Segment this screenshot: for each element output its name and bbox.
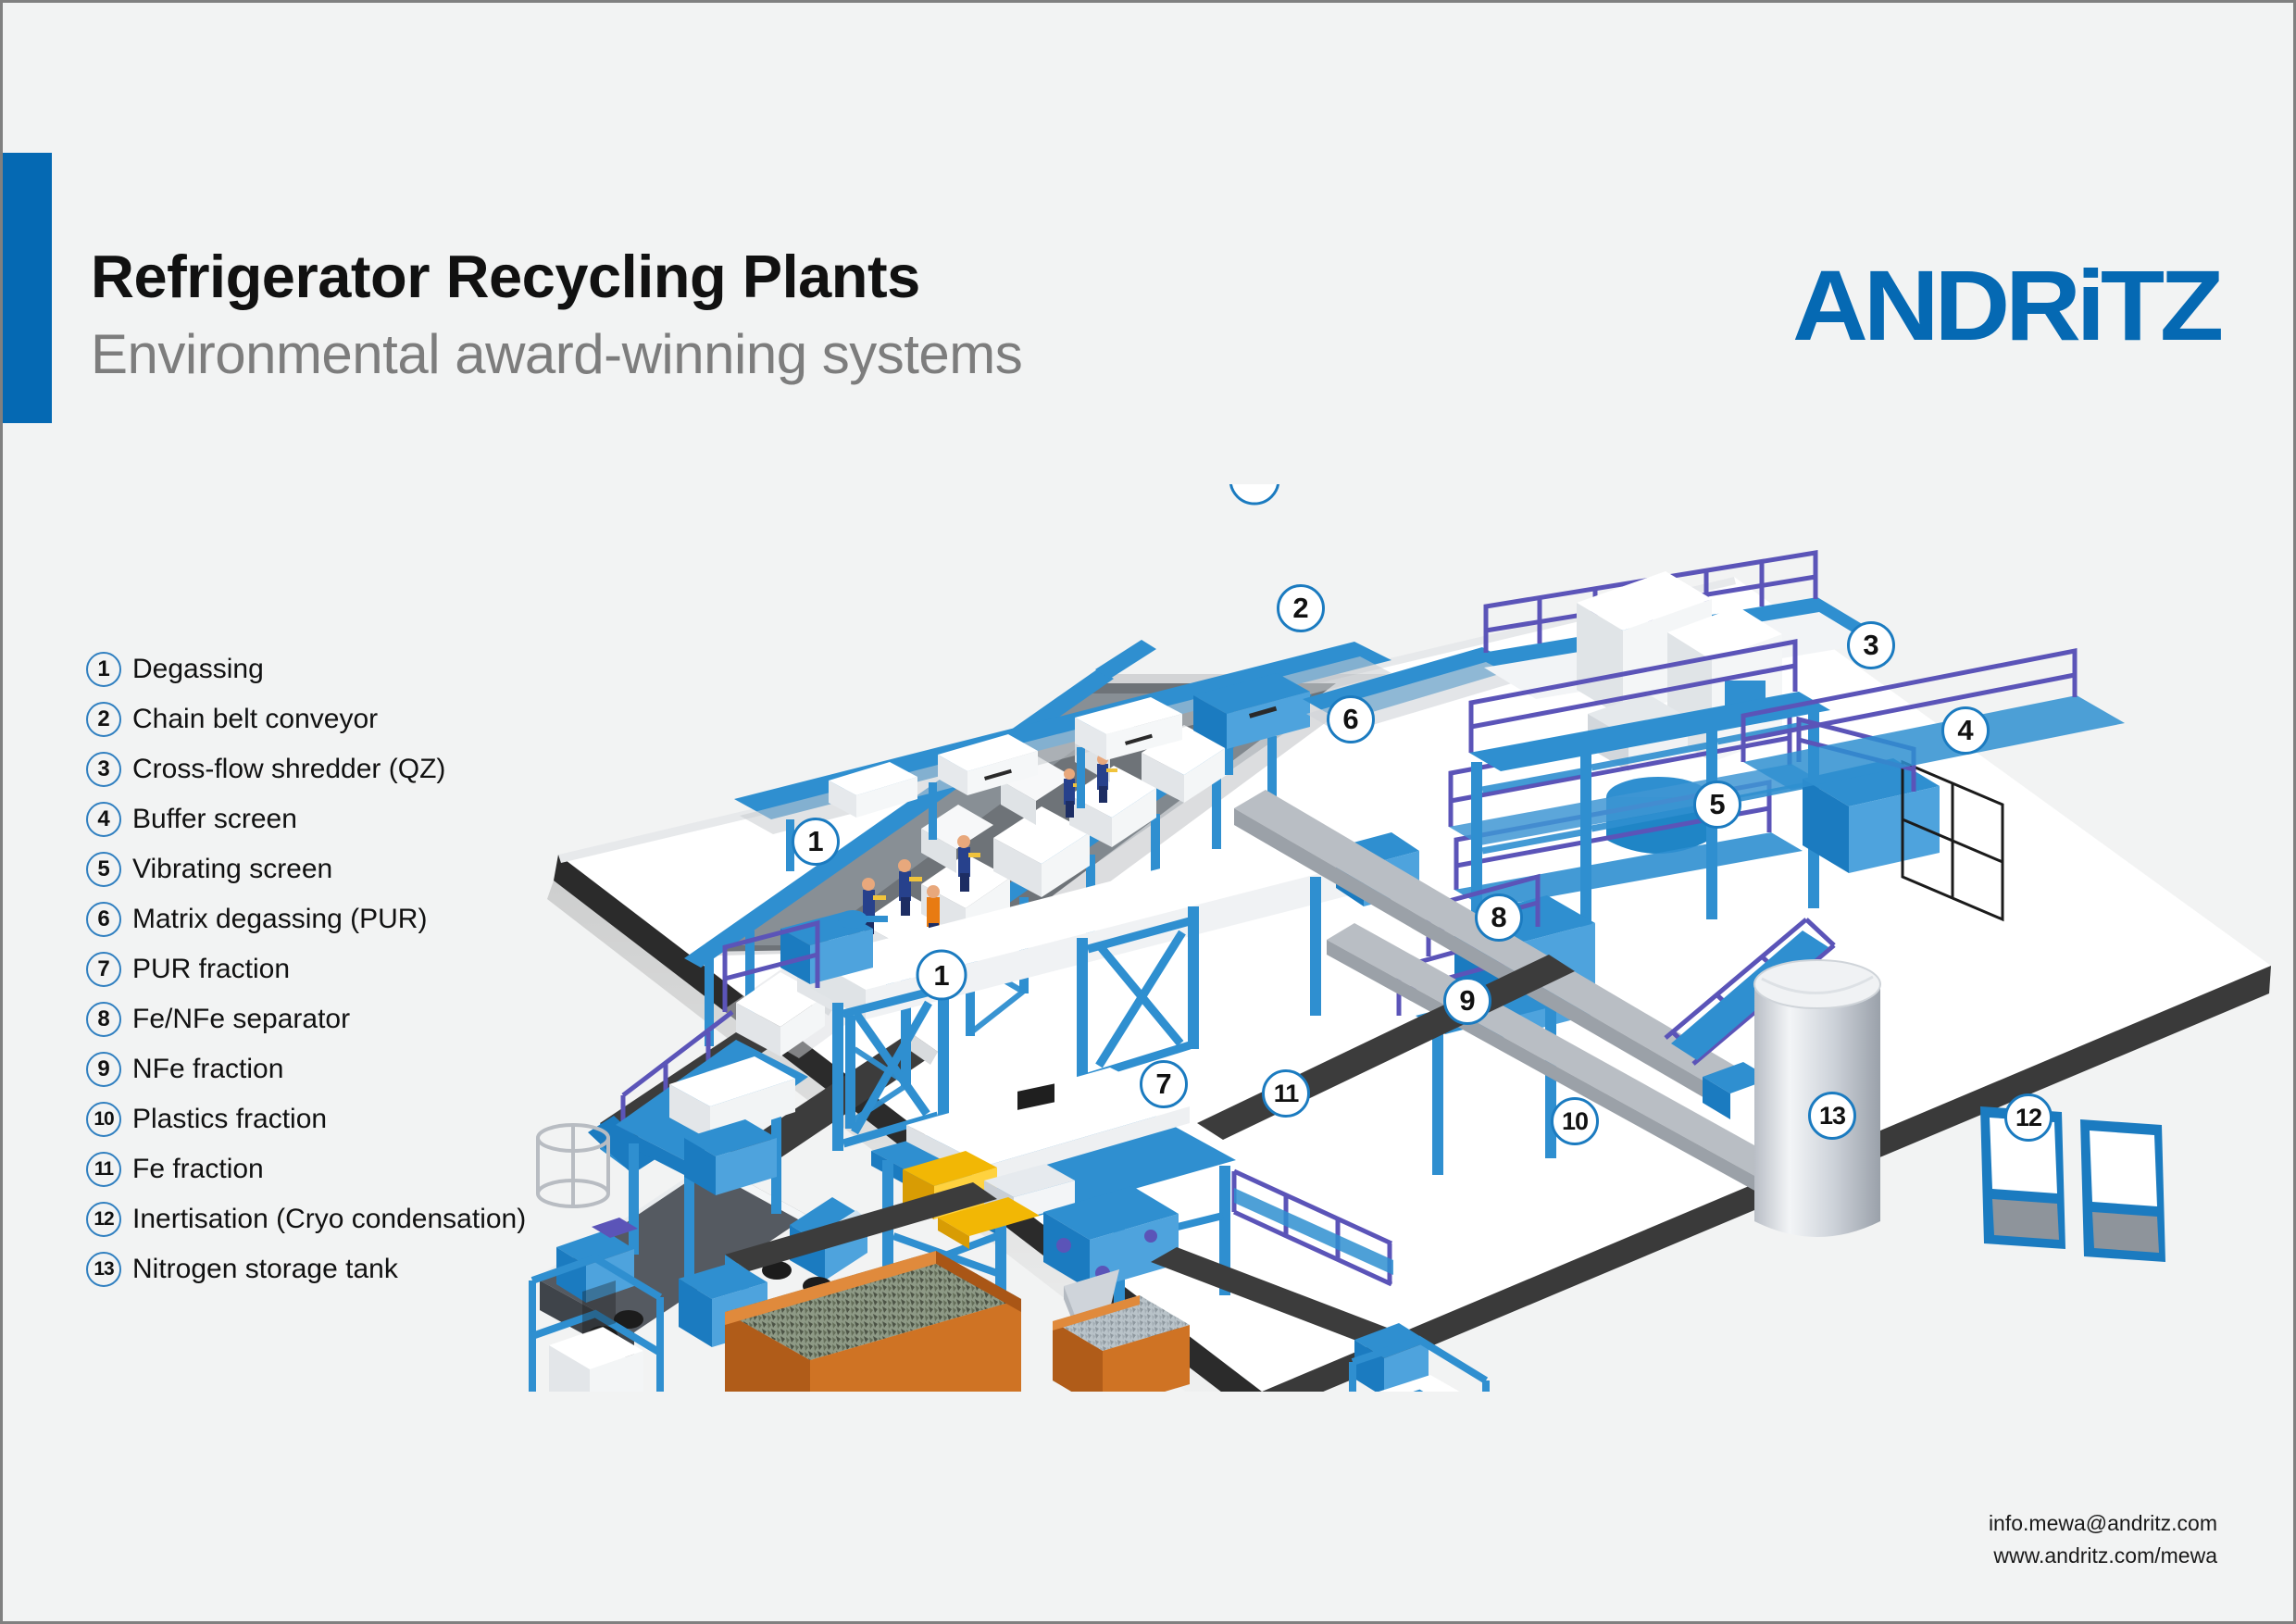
callout-badge-6: 6 xyxy=(1327,695,1375,743)
legend-number-badge: 4 xyxy=(86,802,121,837)
contact-email[interactable]: info.mewa@andritz.com xyxy=(1988,1511,2217,1535)
callout-1: 1 xyxy=(916,949,967,1001)
legend-item-12: 12 Inertisation (Cryo condensation) xyxy=(86,1194,605,1244)
callout-badge-5: 5 xyxy=(1693,781,1741,829)
contact-footer: info.mewa@andritz.com www.andritz.com/me… xyxy=(1989,1507,2217,1571)
callout-number: 6 xyxy=(1342,703,1359,735)
legend-item-label: Vibrating screen xyxy=(132,854,333,884)
upper-walkway xyxy=(1741,647,2125,790)
callout-badge-3: 3 xyxy=(1847,621,1895,669)
callout-badge-10: 10 xyxy=(1551,1097,1599,1145)
legend-item-3: 3 Cross-flow shredder (QZ) xyxy=(86,744,605,794)
legend-item-label: PUR fraction xyxy=(132,954,291,984)
legend-number-badge: 7 xyxy=(86,952,121,987)
callout-number: 4 xyxy=(1957,714,1974,746)
matrix-degassing-assembly xyxy=(536,827,1419,1286)
legend-item-13: 13 Nitrogen storage tank xyxy=(86,1244,605,1294)
legend-number-badge: 12 xyxy=(86,1202,121,1237)
pur-fraction-unit xyxy=(529,1218,664,1392)
legend-item-label: Fe/NFe separator xyxy=(132,1004,351,1034)
legend-item-label: Plastics fraction xyxy=(132,1104,328,1134)
callout-badge-12: 12 xyxy=(2004,1093,2053,1142)
callout-number: 3 xyxy=(1863,629,1879,661)
callout-number: 9 xyxy=(1459,984,1476,1017)
legend-item-label: Degassing xyxy=(132,654,264,684)
legend-item-label: NFe fraction xyxy=(132,1054,284,1084)
legend-number-badge: 2 xyxy=(86,702,121,737)
legend-number-badge: 3 xyxy=(86,752,121,787)
plastics-discharge-conveyor xyxy=(1151,1247,1429,1392)
plant-illustration: 1 xyxy=(503,484,2271,1392)
legend-number-badge: 1 xyxy=(86,652,121,687)
fe-nfe-separator-assembly xyxy=(679,1068,1429,1392)
callout-badge-13: 13 xyxy=(1808,1092,1856,1140)
callout-number: 10 xyxy=(1561,1106,1589,1135)
legend-item-label: Fe fraction xyxy=(132,1154,264,1184)
legend-item-10: 10 Plastics fraction xyxy=(86,1094,605,1144)
legend-number-badge: 13 xyxy=(86,1252,121,1287)
plastics-fraction-unit xyxy=(1349,1335,1490,1392)
callout-badge-1: 1 xyxy=(792,818,840,866)
callout-badge-9: 9 xyxy=(1443,977,1491,1025)
callout-badges: 1 xyxy=(916,484,1280,1001)
andritz-logo-text: ANDRiTZ xyxy=(1792,249,2224,361)
legend-number-badge: 9 xyxy=(86,1052,121,1087)
andritz-logo: ANDRiTZ xyxy=(1792,247,2224,363)
page-subtitle: Environmental award-winning systems xyxy=(91,323,1023,385)
legend-item-6: 6 Matrix degassing (PUR) xyxy=(86,894,605,944)
contact-website[interactable]: www.andritz.com/mewa xyxy=(1993,1543,2217,1568)
callout-number: 5 xyxy=(1709,788,1726,820)
poster-page: Refrigerator Recycling Plants Environmen… xyxy=(3,3,2293,1621)
nfe-fraction-bin xyxy=(1053,1295,1190,1392)
legend-item-8: 8 Fe/NFe separator xyxy=(86,994,605,1044)
callout-badge-4: 4 xyxy=(1941,706,1990,755)
callout-badge-11: 11 xyxy=(1262,1069,1310,1118)
legend-item-11: 11 Fe fraction xyxy=(86,1144,605,1194)
legend-item-label: Buffer screen xyxy=(132,804,297,834)
legend-item-4: 4 Buffer screen xyxy=(86,794,605,844)
legend-number-badge: 11 xyxy=(86,1152,121,1187)
legend-item-5: 5 Vibrating screen xyxy=(86,844,605,894)
callout-number: 7 xyxy=(1155,1068,1172,1100)
title-accent-bar xyxy=(3,153,52,423)
callout-number: 8 xyxy=(1491,901,1507,933)
legend-number-badge: 8 xyxy=(86,1002,121,1037)
legend-item-2: 2 Chain belt conveyor xyxy=(86,694,605,744)
callout-number: 1 xyxy=(807,825,824,857)
svg-text:1: 1 xyxy=(933,959,949,992)
legend-number-badge: 10 xyxy=(86,1102,121,1137)
legend-list: 1 Degassing 2 Chain belt conveyor 3 Cros… xyxy=(86,644,605,1294)
legend-number-badge: 6 xyxy=(86,902,121,937)
legend-item-7: 7 PUR fraction xyxy=(86,944,605,994)
callout-number: 2 xyxy=(1292,592,1309,624)
legend-item-label: Nitrogen storage tank xyxy=(132,1254,398,1284)
callout-2 xyxy=(1229,484,1280,506)
legend-item-label: Matrix degassing (PUR) xyxy=(132,904,428,934)
callout-badge-2: 2 xyxy=(1277,584,1325,632)
plant-workers xyxy=(862,754,1117,942)
fe-fraction-container xyxy=(725,1251,1021,1392)
callout-number: 11 xyxy=(1273,1079,1300,1107)
callout-badge-8: 8 xyxy=(1475,893,1523,942)
legend-item-label: Chain belt conveyor xyxy=(132,704,379,734)
legend-number-badge: 5 xyxy=(86,852,121,887)
chain-belt-conveyor-assembly xyxy=(734,642,1521,871)
callout-number: 12 xyxy=(2015,1103,2042,1131)
callout-number: 13 xyxy=(1818,1101,1846,1130)
legend-item-label: Inertisation (Cryo condensation) xyxy=(132,1204,527,1234)
legend-item-1: 1 Degassing xyxy=(86,644,605,694)
legend-item-9: 9 NFe fraction xyxy=(86,1044,605,1094)
legend-item-label: Cross-flow shredder (QZ) xyxy=(132,754,446,784)
page-title: Refrigerator Recycling Plants xyxy=(91,243,920,310)
callout-badge-7: 7 xyxy=(1140,1060,1188,1108)
